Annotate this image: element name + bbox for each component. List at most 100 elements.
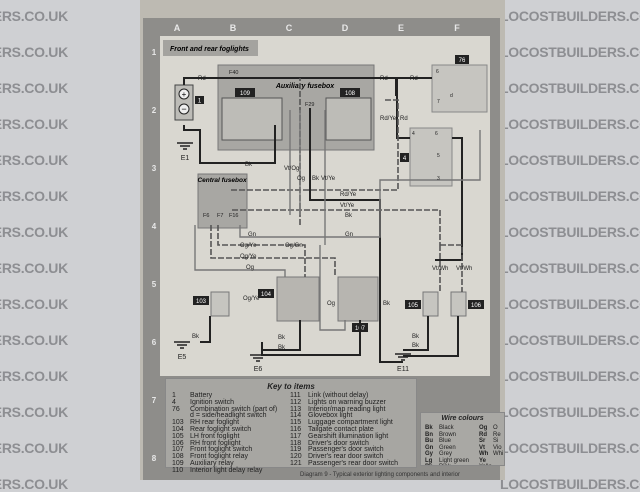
watermark-text: LOCOSTBUILDERS.CO.UK	[0, 224, 68, 240]
watermark-text: LOCOSTBUILDERS.CO.UK	[0, 332, 68, 348]
wire-label: Vt/Wh	[432, 266, 448, 272]
wire-colour-name: Whi	[493, 451, 504, 457]
wire-colours-title: Wire colours	[441, 415, 484, 422]
wire-label: Og	[327, 301, 335, 307]
watermark-text: LOCOSTBUILDERS.CO.UK	[500, 80, 640, 96]
watermark-text: LOCOSTBUILDERS.CO.UK	[500, 368, 640, 384]
relay-109-label: 109	[240, 91, 251, 97]
key-item-label: Passenger's door switch	[308, 446, 384, 454]
wire-colour-code: Gy	[425, 451, 434, 457]
key-item-label: Lights on warning buzzer	[308, 398, 386, 406]
watermark-text: LOCOSTBUILDERS.CO.UK	[500, 116, 640, 132]
key-item-number: 103	[172, 419, 184, 427]
watermark-text: LOCOSTBUILDERS.CO.UK	[500, 440, 640, 456]
wire-colour-item: Gy Grey	[425, 451, 469, 458]
watermark-text: LOCOSTBUILDERS.CO.UK	[500, 260, 640, 276]
grid-row-6: 6	[152, 338, 157, 347]
key-item-number: 116	[290, 425, 302, 433]
key-item-number: 119	[290, 446, 302, 454]
wire-colour-code: Pk	[425, 464, 439, 465]
label-105: 105	[408, 303, 419, 309]
earth-e11: E11	[397, 366, 409, 373]
black-wires	[183, 77, 463, 363]
grey-wires	[194, 110, 481, 331]
rear-foglight-switch[interactable]	[276, 276, 320, 322]
relay-108	[325, 97, 372, 141]
fuse-f7: F7	[217, 213, 223, 219]
wire-colour-item: Wh Whi	[479, 451, 504, 458]
key-item-number: 112	[290, 398, 302, 406]
wire-colour-name: Grey	[439, 451, 453, 457]
ignition-switch[interactable]	[409, 127, 453, 187]
combination-switch-badge	[455, 55, 469, 64]
key-item-label: Gearshift illumination light	[308, 432, 389, 440]
combination-switch[interactable]	[431, 64, 488, 113]
page-caption: Diagram 9 - Typical exterior lighting co…	[300, 472, 460, 478]
key-item-number: 105	[172, 432, 184, 440]
wire-colour-code: Sr	[479, 438, 486, 444]
combination-switch-label: 76	[459, 58, 466, 64]
key-item-label: Tailgate contact plate	[308, 425, 374, 433]
key-item: 119 Passenger's door switch	[290, 446, 398, 454]
wire-colours-right: OgORdReSrSiVtVioWhWhiYeYelloNaNatu	[479, 425, 504, 465]
battery-label: 1	[198, 99, 202, 105]
key-item-label: Front foglight relay	[190, 453, 248, 461]
grid-column-F: F	[454, 23, 460, 33]
switch-terminal-label: 5	[437, 153, 440, 159]
key-item-number: 104	[172, 425, 184, 433]
fuse-f16: F16	[229, 213, 238, 219]
wire-colour-name: Si	[493, 438, 499, 444]
key-item-label: RH rear foglight	[190, 419, 240, 427]
switch-terminal-label: 6	[435, 131, 438, 137]
battery-badge	[195, 96, 204, 104]
wire-label: Gn	[248, 232, 256, 238]
ignition-switch-badge	[400, 153, 409, 162]
watermark-text: LOCOSTBUILDERS.CO.UK	[500, 296, 640, 312]
key-item: 105 LH front foglight	[172, 432, 277, 441]
key-item-number: 109	[172, 459, 184, 467]
wire-label: Og/Gn	[285, 243, 303, 249]
earth-e5: E5	[178, 354, 187, 361]
watermark-text: LOCOSTBUILDERS.CO.UK	[500, 152, 640, 168]
title-box	[163, 40, 258, 56]
watermark-text: LOCOSTBUILDERS.CO.UK	[0, 152, 68, 168]
key-item-number: 110	[172, 466, 184, 474]
key-item-number: 115	[290, 419, 302, 427]
switch-terminal-label: 3	[437, 176, 440, 182]
key-item-number: 107	[172, 446, 184, 454]
grid-column-A: A	[174, 23, 181, 33]
wire-label: Og/Ye	[240, 254, 257, 260]
watermark-text: LOCOSTBUILDERS.CO.UK	[0, 188, 68, 204]
key-item-number: 113	[290, 405, 302, 413]
wire-colour-code: Wh	[479, 451, 489, 457]
switch-terminal-label: 4	[412, 131, 415, 137]
key-item-number: 121	[290, 459, 302, 467]
wire-colour-code: Og	[479, 425, 488, 431]
wire-colour-name: Pink	[439, 464, 451, 465]
watermark-text: LOCOSTBUILDERS.CO.UK	[500, 188, 640, 204]
aux-fusebox-label: Auxiliary fusebox	[275, 83, 335, 90]
key-item-label: Link (without delay)	[308, 392, 369, 399]
front-foglight-switch[interactable]	[337, 276, 379, 322]
grid-row-4: 4	[152, 222, 157, 231]
watermark-text: LOCOSTBUILDERS.CO.UK	[0, 116, 68, 132]
key-item-label: LH front foglight	[190, 432, 240, 440]
key-item-number: 111	[290, 392, 301, 399]
key-item-number: 4	[172, 398, 176, 406]
wire-colour-name: O	[493, 425, 498, 431]
wire-colour-code: Ye	[479, 457, 487, 464]
wire-label: Rd	[410, 76, 418, 82]
key-item-number: 117	[290, 432, 302, 440]
wire-colour-item: Sr Si	[479, 438, 504, 445]
